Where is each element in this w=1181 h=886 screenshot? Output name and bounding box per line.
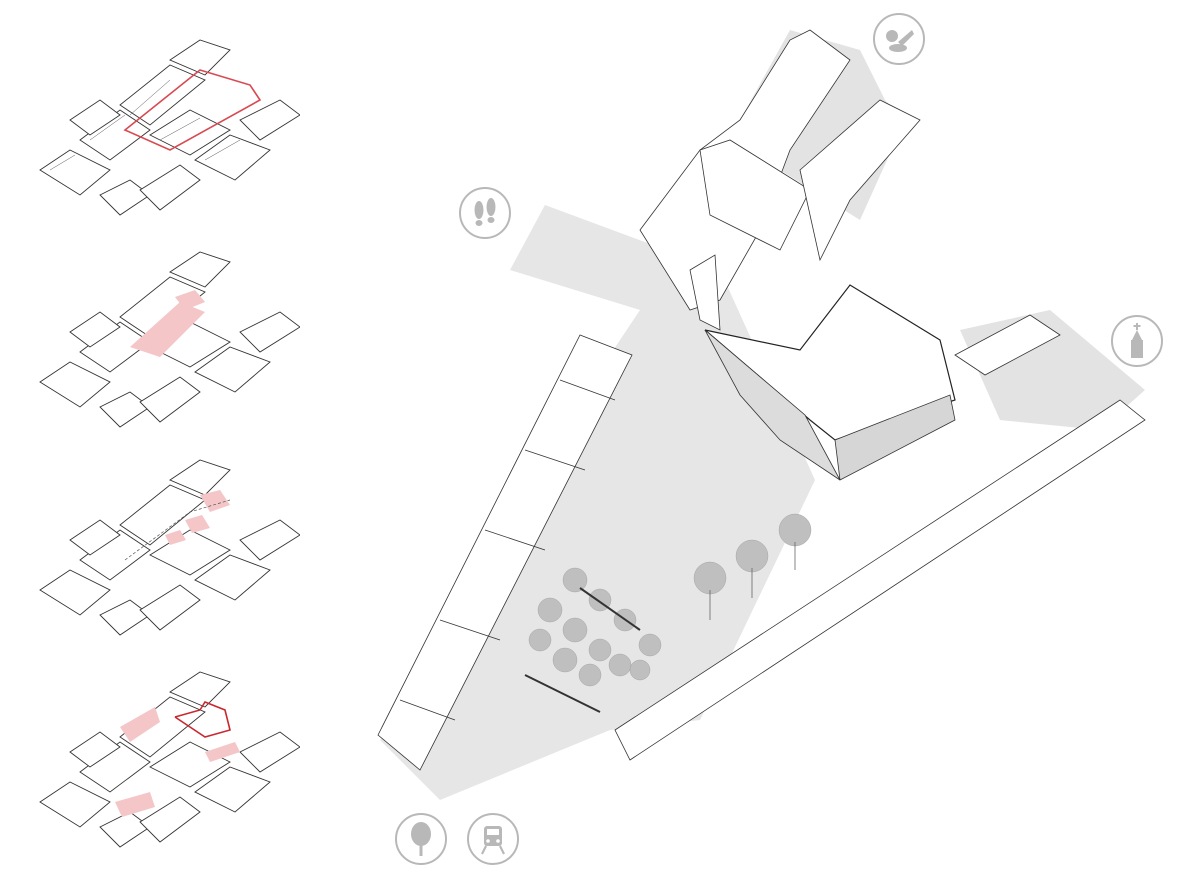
north-buildings xyxy=(639,29,921,311)
train-icon xyxy=(466,812,520,866)
central-building xyxy=(689,254,956,481)
tree-icon xyxy=(394,812,448,866)
stage-1-outline xyxy=(30,20,300,220)
stage-2-fill xyxy=(30,232,300,432)
west-building xyxy=(377,334,633,771)
footprints-icon xyxy=(458,186,512,240)
main-axonometric xyxy=(360,0,1181,886)
stage-3-squares xyxy=(30,440,300,640)
east-building xyxy=(614,314,1146,761)
church-icon xyxy=(1110,314,1164,368)
food-icon xyxy=(872,12,926,66)
plaza-ground xyxy=(380,205,815,800)
stage-4-mixed xyxy=(30,652,300,852)
